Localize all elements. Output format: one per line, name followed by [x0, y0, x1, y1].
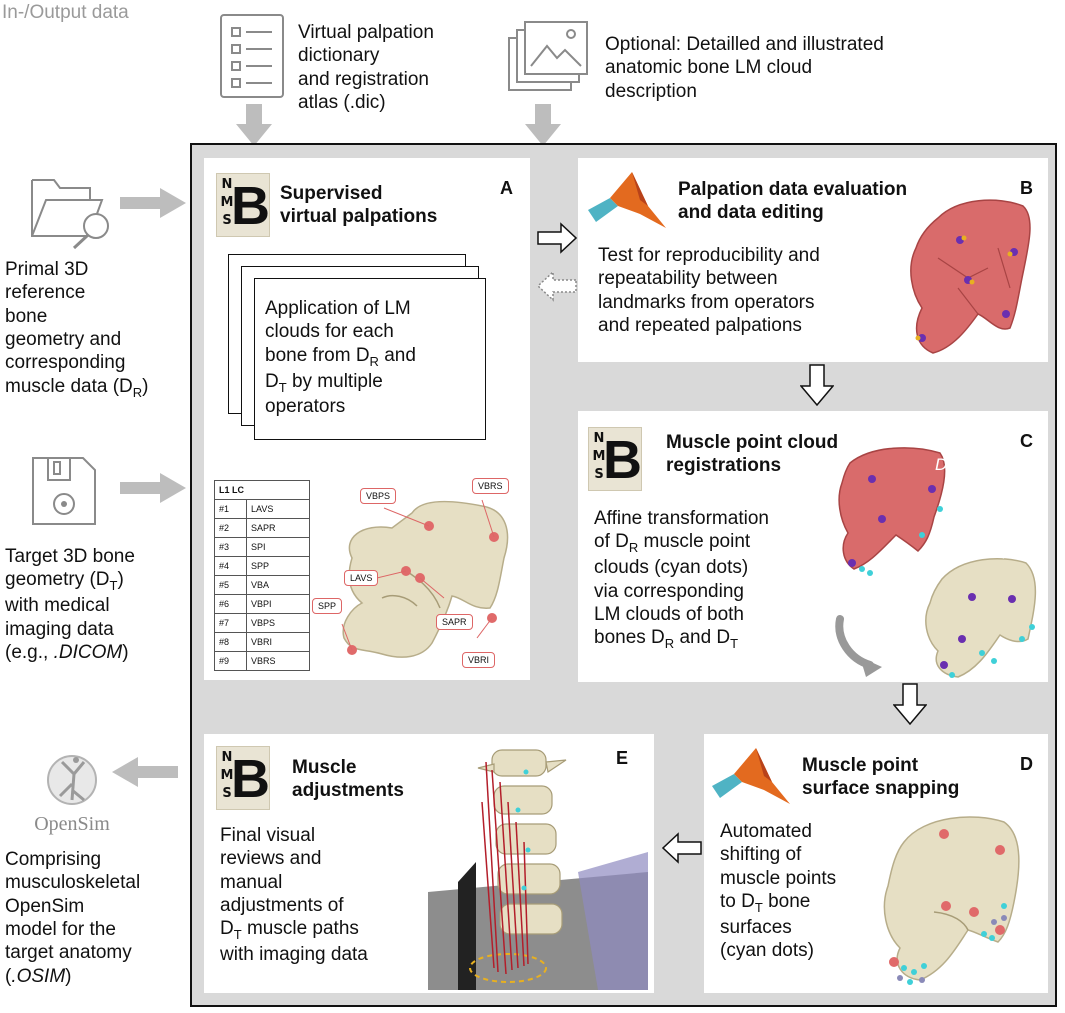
arrow-b-to-a-dotted — [537, 270, 577, 302]
vertebra-palpation-illustration — [910, 199, 1031, 354]
callout-vbps: VBPS — [360, 488, 397, 504]
panel-a-body: Application of LM clouds for each bone f… — [265, 298, 416, 418]
arrow-b-to-c — [800, 364, 834, 406]
callout-sapr: SAPR — [436, 614, 473, 630]
panel-d-title: Muscle point surface snapping — [802, 755, 960, 800]
panel-b-title: Palpation data evaluation and data editi… — [678, 179, 908, 224]
panel-a-letter: A — [500, 178, 513, 198]
folder-search-icon — [31, 179, 109, 250]
panel-e-title: Muscle adjustments — [292, 757, 404, 802]
nms-logo-e: N M S B — [216, 746, 270, 810]
images-icon — [508, 21, 588, 91]
panel-b-letter: B — [1020, 178, 1033, 198]
panel-d-letter: D — [1020, 754, 1033, 774]
panel-d-body: Automated shifting of muscle points to D… — [720, 821, 837, 962]
spine-imaging-illustration — [428, 749, 648, 990]
panel-b: B Palpation data evaluation and data edi… — [578, 158, 1048, 362]
opensim-logo: OpenSim — [34, 755, 110, 835]
callout-spp: SPP — [312, 598, 343, 614]
label-dr: DR — [935, 455, 956, 478]
arrow-c-to-d — [893, 683, 927, 725]
panel-c-letter: C — [1020, 431, 1033, 451]
panel-e-letter: E — [616, 748, 629, 768]
callout-lavs: LAVS — [344, 570, 379, 586]
label-dt: DT — [988, 539, 1008, 562]
landmark-table-header: L1 LC — [214, 480, 310, 500]
registration-illustration — [835, 447, 1037, 678]
snapping-illustration — [883, 816, 1020, 985]
panel-c-body: Affine transformation of DR muscle point… — [594, 508, 769, 652]
panel-e-body: Final visual reviews and manual adjustme… — [220, 825, 368, 966]
arrow-a-to-b — [537, 222, 577, 254]
callout-vbrs: VBRS — [472, 478, 509, 494]
opensim-logo-text: OpenSim — [34, 813, 110, 835]
down-arrow-optional — [525, 104, 561, 146]
output-text: Comprising musculoskeletal OpenSim model… — [5, 849, 141, 987]
panel-a-title: Supervised virtual palpations — [280, 183, 438, 228]
callout-vbri: VBRI — [462, 652, 496, 668]
optional-text: Optional: Detailled and illustrated anat… — [605, 34, 884, 102]
nms-logo-a: N M S B — [216, 173, 270, 237]
panel-b-body: Test for reproducibility and repeatabili… — [598, 245, 820, 337]
target-text: Target 3D bone geometry (DT) with medica… — [5, 546, 135, 663]
panel-c: C N M S B Muscle point cloud registratio… — [578, 411, 1048, 682]
io-header-label: In-/Output data — [2, 2, 129, 23]
dictionary-text: Virtual palpation dictionary and registr… — [298, 22, 434, 114]
panel-d: D Muscle point surface snapping Automate… — [704, 734, 1048, 993]
arrow-d-to-e — [662, 832, 702, 864]
vertebra-landmarks-illustration — [341, 499, 509, 658]
matlab-logo-d — [712, 748, 790, 804]
stack-page-front: Application of LM clouds for each bone f… — [254, 278, 486, 440]
matlab-logo-b — [588, 172, 666, 228]
primal-text: Primal 3D reference bone geometry and co… — [5, 259, 149, 400]
panel-a: A N M S B Supervised virtual palpations … — [204, 158, 530, 680]
checklist-icon — [220, 14, 284, 98]
panel-c-title: Muscle point cloud registrations — [666, 432, 839, 477]
nms-logo-c: N M S B — [588, 427, 642, 491]
left-arrow-output — [112, 757, 178, 787]
right-arrow-target — [120, 473, 186, 503]
right-arrow-primal — [120, 188, 186, 218]
floppy-disk-icon — [32, 457, 96, 525]
panel-e: E N M S B Muscle adjustments Final visua… — [204, 734, 654, 993]
down-arrow-dictionary — [236, 104, 272, 146]
